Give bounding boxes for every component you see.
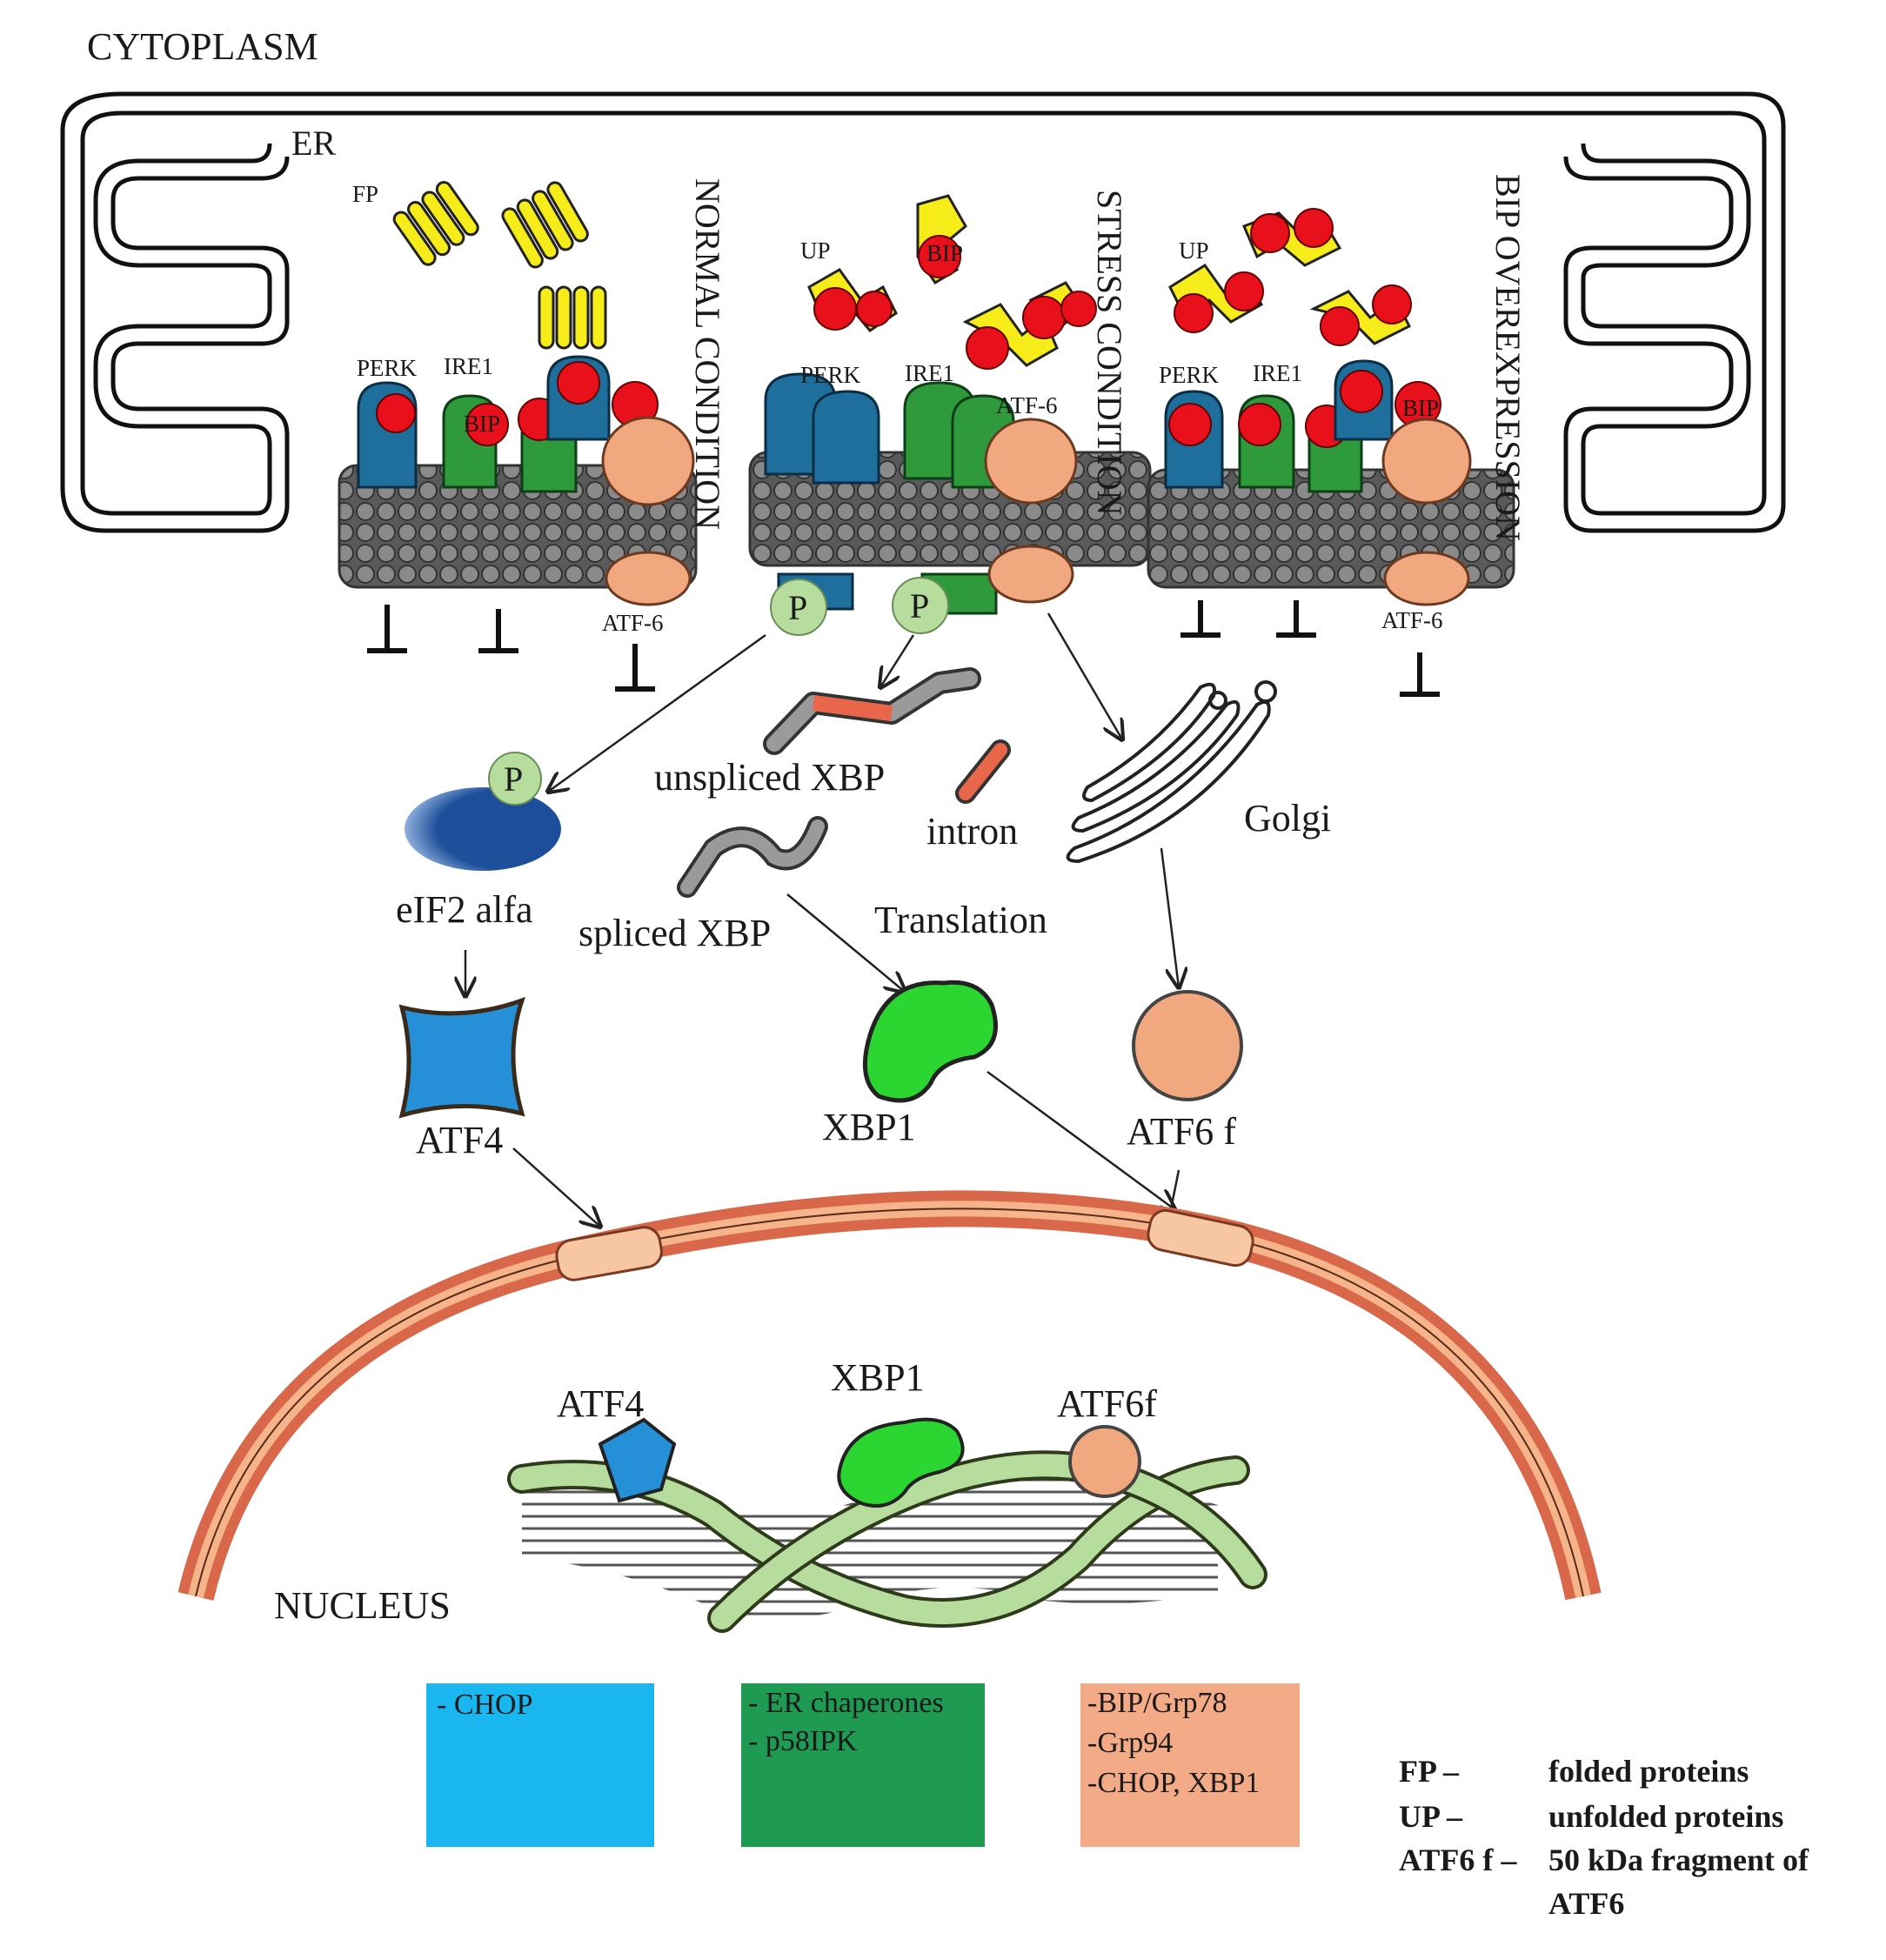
- er-membrane: [60, 91, 1786, 533]
- legend: FP – folded proteins UP – unfolded prote…: [1399, 1754, 1809, 1921]
- ire1-bip-label: IRE1: [1253, 360, 1302, 386]
- phospho-ire1: P: [892, 577, 949, 634]
- bip-bip-label: BIP: [1402, 395, 1439, 421]
- atf4-targets-box: - CHOP: [426, 1683, 654, 1847]
- xbp1-bound: [837, 1417, 965, 1508]
- perk-bip: [1164, 390, 1224, 489]
- perk-bip-2: [1334, 359, 1441, 441]
- bip-overexpression-label: BIP OVEREXPRESSION: [1488, 174, 1528, 541]
- svg-text:P: P: [504, 759, 523, 799]
- normal-condition-label: NORMAL CONDITION: [688, 178, 727, 530]
- up-stress-label: UP: [800, 237, 831, 264]
- atf6-normal: [601, 416, 695, 606]
- svg-text:P: P: [910, 586, 929, 625]
- er-label: ER: [291, 124, 336, 163]
- legend-atf6f-term: ATF6 f –: [1399, 1843, 1517, 1877]
- ire1-stress-label: IRE1: [905, 360, 954, 386]
- phospho-perk: P: [770, 579, 827, 636]
- perk-normal-label: PERK: [357, 355, 418, 381]
- svg-text:-Grp94: -Grp94: [1087, 1727, 1173, 1759]
- normal-folded-proteins: [392, 181, 607, 350]
- inhibition-marks-bip: [1180, 600, 1440, 697]
- eif2-label: eIF2 alfa: [396, 888, 533, 931]
- golgi-label: Golgi: [1244, 797, 1331, 840]
- fp-label: FP: [352, 181, 378, 207]
- svg-text:-BIP/Grp78: -BIP/Grp78: [1087, 1687, 1227, 1719]
- bip-stress-label: BIP: [926, 240, 963, 266]
- legend-fp-def: folded proteins: [1548, 1754, 1749, 1789]
- legend-up-def: unfolded proteins: [1548, 1799, 1783, 1834]
- golgi: [1066, 680, 1277, 864]
- atf6f-protein: [1132, 990, 1243, 1101]
- nuclear-envelope: [177, 1190, 1602, 1601]
- svg-text:P: P: [788, 588, 807, 627]
- legend-up-term: UP –: [1399, 1799, 1463, 1834]
- legend-fp-term: FP –: [1399, 1754, 1460, 1789]
- atf6-bip: [1381, 418, 1472, 606]
- perk-bip-label: PERK: [1159, 362, 1220, 388]
- membrane-normal: [338, 464, 698, 589]
- bip-normal-label: BIP: [464, 411, 500, 437]
- perk-normal-2: [546, 355, 659, 441]
- eif2-alfa: P: [405, 752, 561, 871]
- atf6-bip-label: ATF-6: [1381, 607, 1443, 633]
- atf6f-bound: [1068, 1425, 1141, 1498]
- stress-unfolded-proteins: [807, 194, 1097, 370]
- svg-text:- CHOP: - CHOP: [437, 1689, 533, 1721]
- legend-atf6f-def-2: ATF6: [1548, 1886, 1624, 1921]
- atf4-nuclear-label: ATF4: [557, 1382, 644, 1425]
- atf4-protein: [398, 996, 525, 1119]
- translation-label: Translation: [874, 899, 1047, 941]
- atf6-normal-label: ATF-6: [602, 610, 664, 636]
- up-bip-label: UP: [1179, 237, 1209, 264]
- xbp1-nuclear-label: XBP1: [831, 1356, 925, 1399]
- perk-stress-label: PERK: [800, 362, 861, 388]
- intron-label: intron: [926, 810, 1018, 853]
- atf6f-label: ATF6 f: [1127, 1110, 1236, 1153]
- inhibition-marks-normal: [367, 605, 655, 692]
- svg-text:- p58IPK: - p58IPK: [748, 1725, 858, 1757]
- xbp1-label: XBP1: [822, 1106, 916, 1148]
- atf6-targets-box: -BIP/Grp78 -Grp94 -CHOP, XBP1: [1080, 1683, 1300, 1847]
- bip-overexpression-unfolded-proteins: [1168, 208, 1412, 346]
- svg-text:-CHOP, XBP1: -CHOP, XBP1: [1087, 1767, 1260, 1799]
- spliced-xbp: [677, 816, 828, 898]
- unspliced-xbp-label: unspliced XBP: [654, 756, 885, 799]
- intron: [955, 739, 1011, 804]
- phospho-eif2: [488, 752, 542, 806]
- dna-helix: [507, 1450, 1267, 1633]
- svg-text:- ER chaperones: - ER chaperones: [748, 1687, 944, 1719]
- stress-condition-label: STRESS CONDITION: [1090, 190, 1129, 515]
- perk-normal: [357, 381, 418, 489]
- unspliced-xbp: [763, 667, 981, 755]
- spliced-xbp-label: spliced XBP: [579, 912, 771, 954]
- ire1-normal-label: IRE1: [444, 353, 493, 379]
- atf6-stress-label: ATF-6: [996, 392, 1058, 418]
- xbp1-targets-box: - ER chaperones - p58IPK: [741, 1683, 985, 1847]
- xbp1-protein: [862, 980, 998, 1103]
- ire1-bip: [1238, 394, 1363, 493]
- atf6f-nuclear-label: ATF6f: [1057, 1382, 1157, 1425]
- atf4-bound: [598, 1417, 677, 1503]
- atf4-label: ATF4: [416, 1119, 503, 1161]
- atf6-stress: [984, 418, 1078, 604]
- legend-atf6f-def: 50 kDa fragment of: [1548, 1843, 1809, 1877]
- cytoplasm-label: CYTOPLASM: [87, 25, 318, 68]
- nucleus-label: NUCLEUS: [274, 1584, 451, 1627]
